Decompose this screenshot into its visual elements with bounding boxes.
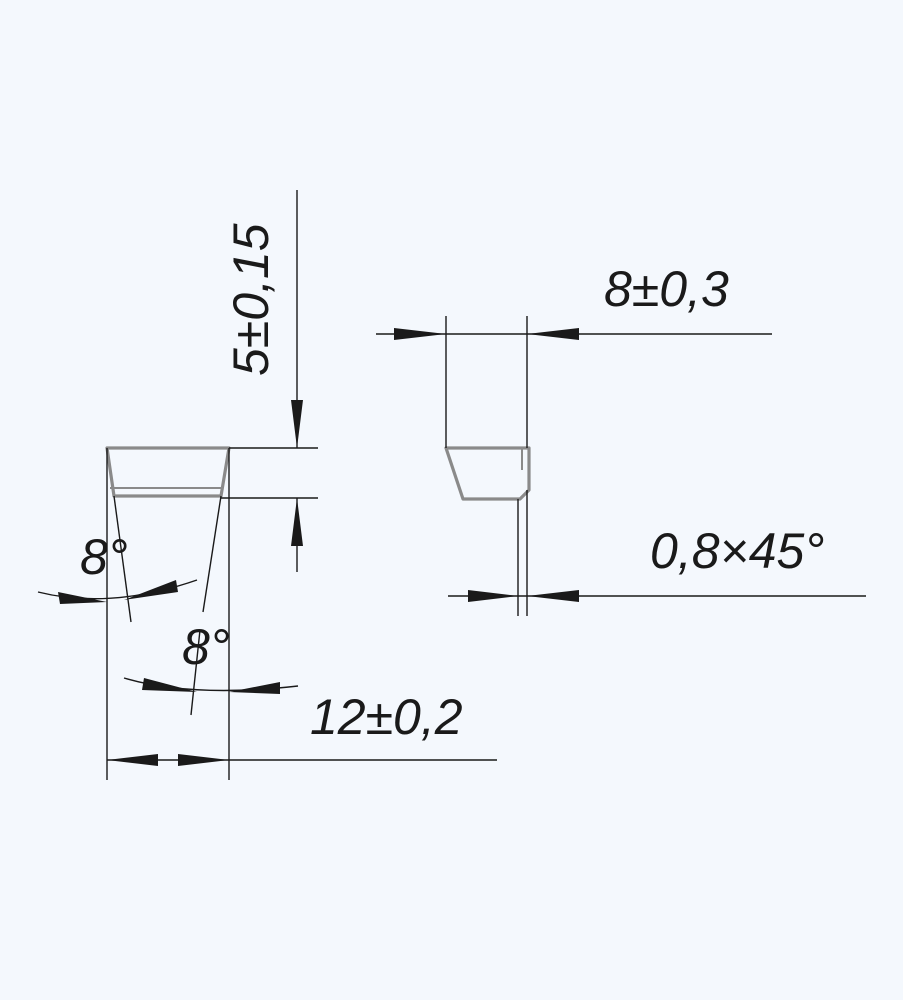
left-angle-arrow-right <box>124 580 178 600</box>
length-dimension: 12±0,2 <box>107 689 497 766</box>
height-arrow-bottom <box>291 498 303 546</box>
left-angle-slant-line <box>113 495 132 623</box>
left-angle-label: 8° <box>80 529 128 585</box>
width-dimension: 8±0,3 <box>376 261 772 448</box>
side-view-outline <box>444 446 531 501</box>
right-angle-arrow-right <box>229 682 280 694</box>
length-label: 12±0,2 <box>310 689 463 745</box>
right-angle-dimension: 8° <box>123 448 299 780</box>
right-angle-arrow-left <box>142 678 197 692</box>
left-angle-arrow-left <box>58 592 107 604</box>
right-angle-leader <box>190 629 201 716</box>
height-dimension: 5±0,15 <box>221 190 318 572</box>
width-arrow-right <box>527 328 579 340</box>
length-arrow-right <box>178 754 229 766</box>
right-angle-slant-line <box>202 495 222 613</box>
chamfer-label: 0,8×45° <box>650 523 824 579</box>
front-view <box>105 446 231 498</box>
width-label: 8±0,3 <box>604 261 729 317</box>
chamfer-arrow-right <box>527 590 579 602</box>
length-arrow-left <box>107 754 158 766</box>
chamfer-arrow-left <box>468 590 518 602</box>
height-arrow-top <box>291 400 303 448</box>
height-label: 5±0,15 <box>223 223 279 376</box>
chamfer-dimension: 0,8×45° <box>448 490 866 616</box>
side-view <box>444 446 531 501</box>
width-arrow-left <box>394 328 446 340</box>
left-angle-arc <box>37 579 198 600</box>
right-angle-label: 8° <box>182 619 230 675</box>
left-angle-dimension: 8° <box>37 448 198 780</box>
